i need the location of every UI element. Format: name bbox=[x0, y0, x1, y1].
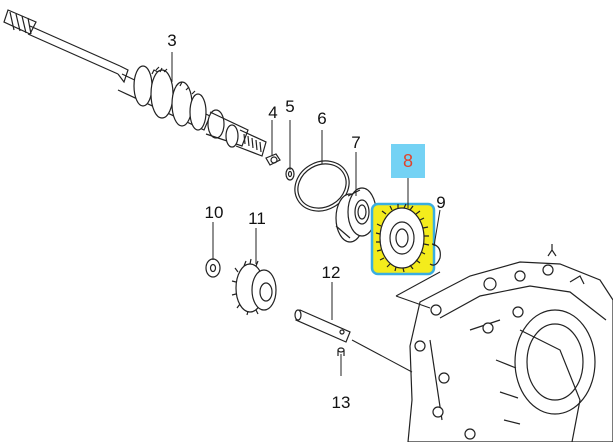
part-10-washer[interactable] bbox=[205, 258, 221, 278]
leader-lines bbox=[171, 52, 441, 376]
part-13-pin[interactable] bbox=[337, 347, 345, 356]
part-4-bolt[interactable] bbox=[265, 153, 281, 166]
callout-11[interactable]: 11 bbox=[248, 209, 266, 228]
part-12-shaft[interactable] bbox=[294, 309, 351, 343]
callout-5[interactable]: 5 bbox=[285, 97, 295, 116]
callout-3[interactable]: 3 bbox=[167, 31, 177, 50]
part-9-circlip[interactable] bbox=[429, 243, 441, 266]
callout-6[interactable]: 6 bbox=[317, 109, 327, 128]
part-11-gear[interactable] bbox=[231, 258, 277, 316]
callout-4[interactable]: 4 bbox=[268, 103, 278, 122]
callout-12[interactable]: 12 bbox=[321, 263, 341, 282]
callout-13[interactable]: 13 bbox=[331, 393, 351, 412]
main-shaft[interactable] bbox=[3, 9, 267, 157]
callout-8[interactable]: 8 bbox=[391, 144, 425, 178]
callout-9[interactable]: 9 bbox=[436, 193, 446, 212]
callout-7[interactable]: 7 bbox=[351, 133, 361, 152]
part-7-bearing[interactable] bbox=[335, 187, 377, 243]
part-8-gear[interactable] bbox=[370, 202, 436, 276]
part-6-oring[interactable] bbox=[286, 151, 358, 221]
engine-case-cover[interactable] bbox=[407, 244, 613, 442]
callout-10[interactable]: 10 bbox=[204, 203, 224, 222]
